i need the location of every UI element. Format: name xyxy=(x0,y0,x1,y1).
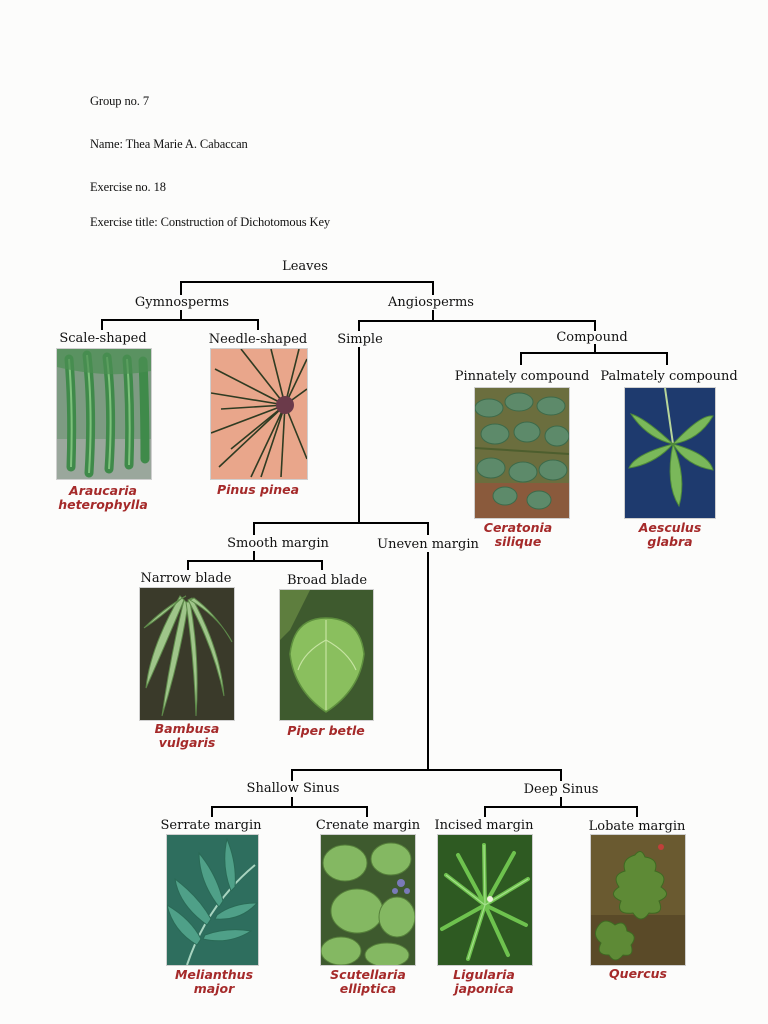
node-compound: Compound xyxy=(556,330,628,345)
aesculus-photo xyxy=(624,387,716,519)
araucaria-photo xyxy=(56,348,152,480)
species-piper: Piper betle xyxy=(287,723,365,738)
node-leaves: Leaves xyxy=(282,259,328,274)
node-smooth-margin: Smooth margin xyxy=(227,536,329,551)
quercus-photo xyxy=(590,834,686,966)
exercise-number: Exercise no. 18 xyxy=(90,180,166,194)
node-shallow-sinus: Shallow Sinus xyxy=(246,781,340,796)
node-deep-sinus: Deep Sinus xyxy=(523,782,599,797)
node-uneven-margin: Uneven margin xyxy=(377,537,479,552)
node-broad-blade: Broad blade xyxy=(286,573,368,588)
node-pinnately-compound: Pinnately compound xyxy=(454,369,590,384)
ligularia-photo xyxy=(437,834,533,966)
melianthus-photo xyxy=(166,834,259,966)
node-angiosperms: Angiosperms xyxy=(388,295,474,310)
bambusa-photo xyxy=(139,587,235,721)
species-pinus: Pinus pinea xyxy=(216,482,300,497)
scutellaria-photo xyxy=(320,834,416,966)
student-name: Name: Thea Marie A. Cabaccan xyxy=(90,137,248,151)
node-serrate-margin: Serrate margin xyxy=(160,818,262,833)
node-simple: Simple xyxy=(337,332,383,347)
node-crenate-margin: Crenate margin xyxy=(315,818,421,833)
node-palmately-compound: Palmately compound xyxy=(600,369,738,384)
piper-photo xyxy=(279,589,374,721)
node-incised-margin: Incised margin xyxy=(434,818,534,833)
species-quercus: Quercus xyxy=(609,966,667,981)
pinus-photo xyxy=(210,348,308,480)
node-narrow-blade: Narrow blade xyxy=(140,571,232,586)
group-number: Group no. 7 xyxy=(90,94,149,108)
ceratonia-photo xyxy=(474,387,570,519)
exercise-title: Exercise title: Construction of Dichotom… xyxy=(90,215,331,229)
node-gymnosperms: Gymnosperms xyxy=(134,295,230,310)
node-scale-shaped: Scale-shaped xyxy=(59,331,147,346)
node-needle-shaped: Needle-shaped xyxy=(208,332,308,347)
node-lobate-margin: Lobate margin xyxy=(588,819,686,834)
